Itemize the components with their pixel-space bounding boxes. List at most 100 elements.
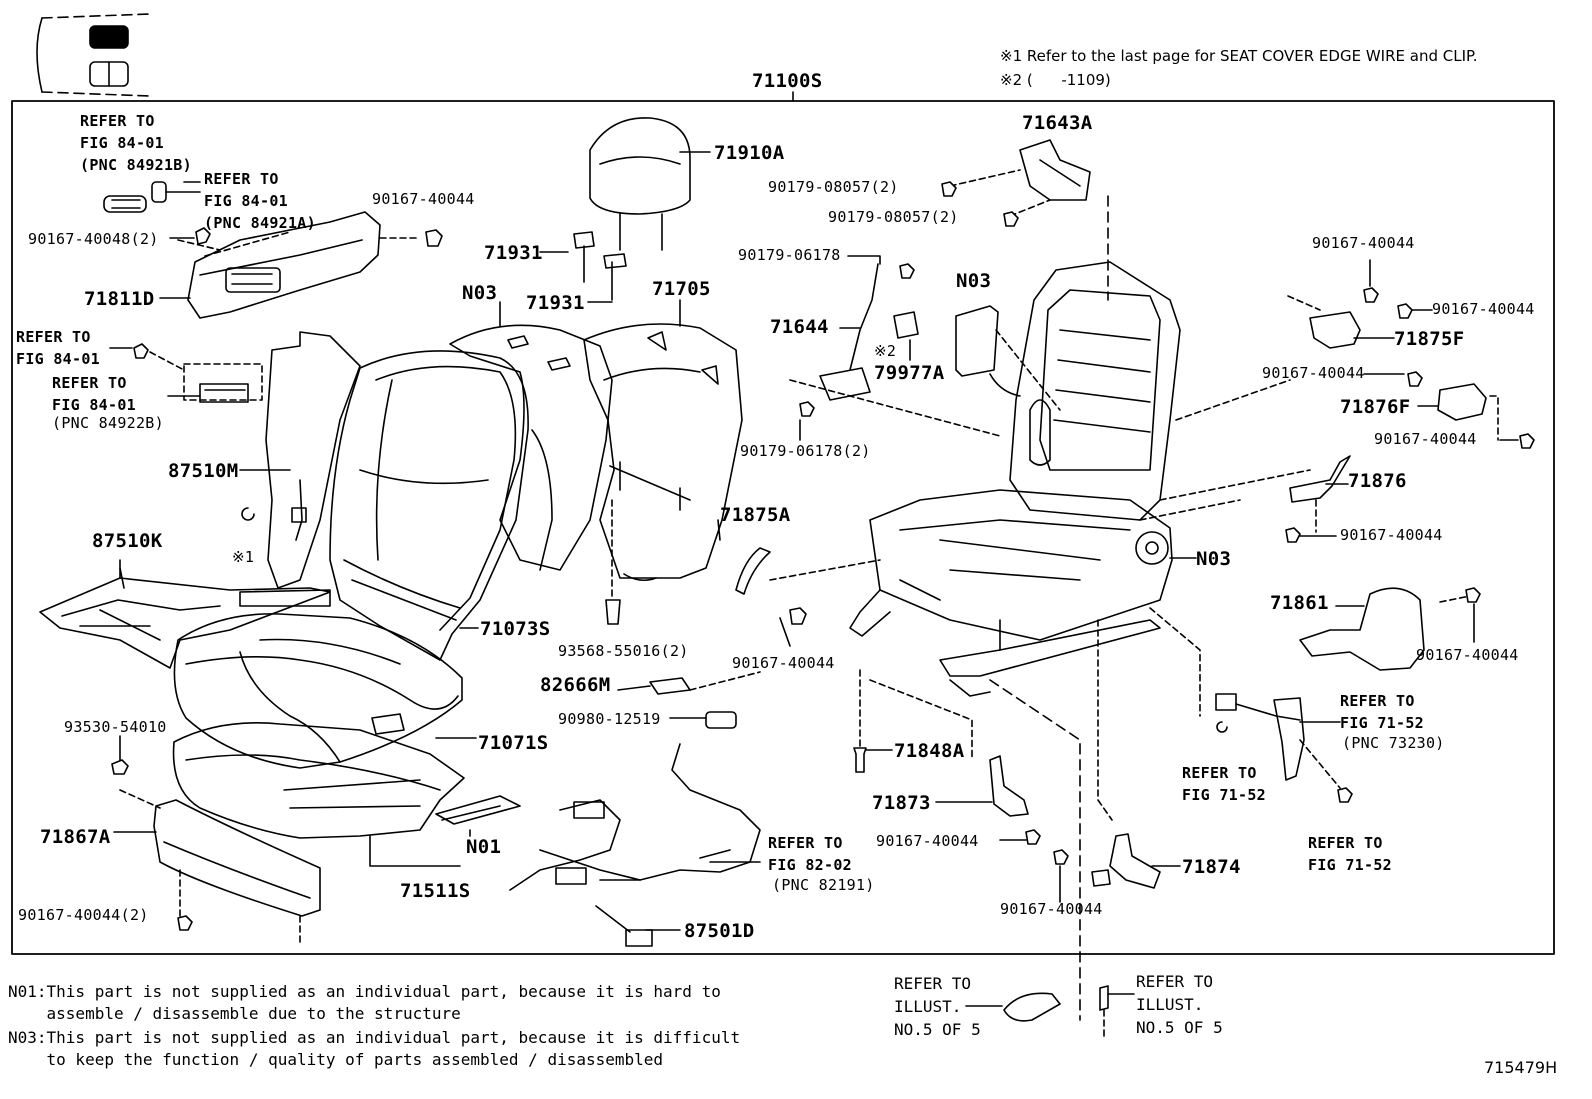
lever-71876 xyxy=(1285,455,1351,543)
part-71861: 71861 xyxy=(1270,592,1329,614)
part-71705: 71705 xyxy=(652,278,711,300)
part-71874: 71874 xyxy=(1182,856,1241,878)
refer-illust-b-line2: ILLUST. xyxy=(1136,995,1204,1014)
cushion-pad-71071s xyxy=(173,613,463,769)
refer-illust-bottom xyxy=(965,985,1135,1041)
part-n03-airbag: N03 xyxy=(956,270,992,292)
part-90179-08057-a: 90179-08057(2) xyxy=(768,178,899,196)
bracket-71873 xyxy=(989,755,1069,865)
part-90980-12519: 90980-12519 xyxy=(558,710,661,728)
refer-illust-a-line3: NO.5 OF 5 xyxy=(894,1020,981,1039)
front-panel-71867a xyxy=(111,759,321,943)
part-n03-frame: N03 xyxy=(1196,548,1232,570)
leader-lines xyxy=(109,151,1519,931)
header-note-1: ※1 Refer to the last page for SEAT COVER… xyxy=(1000,47,1478,65)
refer-8401-left-line1: REFER TO xyxy=(16,328,91,346)
wire-71644 xyxy=(789,263,1001,437)
part-n03-mid: N03 xyxy=(462,282,498,304)
bracket-84922b xyxy=(149,351,263,403)
heater-sheet-87510k xyxy=(39,567,331,669)
refer-7152-b-line2: FIG 71-52 xyxy=(1308,856,1392,874)
part-71071s: 71071S xyxy=(478,732,549,754)
part-90167-40044-top: 90167-40044 xyxy=(372,190,475,208)
part-93568-55016: 93568-55016(2) xyxy=(558,642,689,660)
part-90167-40044-r2: 90167-40044 xyxy=(1432,300,1535,318)
refer-84921a-line1: REFER TO xyxy=(204,170,279,188)
seatback-frame-71705 xyxy=(583,323,743,582)
refer-84922b-line3: (PNC 84922B) xyxy=(52,414,164,432)
footnote-n03-line1: N03:This part is not supplied as an indi… xyxy=(8,1028,741,1047)
part-71644: 71644 xyxy=(770,316,829,338)
refer-73230-line2: FIG 71-52 xyxy=(1340,714,1424,732)
assembly-boundary xyxy=(11,100,1555,955)
refer-7152-a-line2: FIG 71-52 xyxy=(1182,786,1266,804)
refer-84921b-line1: REFER TO xyxy=(80,112,155,130)
part-90179-06178: 90179-06178 xyxy=(738,246,841,264)
cover-71875a xyxy=(735,547,881,625)
side-shield-71811d xyxy=(159,211,421,319)
part-71643a: 71643A xyxy=(1022,112,1093,134)
refer-7152-a-line1: REFER TO xyxy=(1182,764,1257,782)
part-90167-40044-r3: 90167-40044 xyxy=(1262,364,1365,382)
headrest-71910a xyxy=(573,117,691,301)
part-90179-06178-2: 90179-06178(2) xyxy=(740,442,871,460)
part-87510k: 87510K xyxy=(92,530,163,552)
part-79977a: 79977A xyxy=(874,362,945,384)
refer-73230-line1: REFER TO xyxy=(1340,692,1415,710)
part-90167-40048: 90167-40048(2) xyxy=(28,230,159,248)
figure-id: 715479H xyxy=(1484,1058,1558,1077)
part-90167-40044-r1: 90167-40044 xyxy=(1312,234,1415,252)
part-90167-40044-r5: 90167-40044 xyxy=(1340,526,1443,544)
part-71931-a: 71931 xyxy=(484,242,543,264)
part-90179-08057-b: 90179-08057(2) xyxy=(828,208,959,226)
part-n01: N01 xyxy=(466,836,502,858)
assembly-part-number: 71100S xyxy=(752,70,823,92)
seat-belt-buckle xyxy=(1215,693,1353,803)
switch-knob-small xyxy=(103,181,201,213)
header-note-2: ※2 ( -1109) xyxy=(1000,71,1111,89)
seatback-cover-71073s xyxy=(329,350,529,661)
part-90167-40044-r4: 90167-40044 xyxy=(1374,430,1477,448)
part-90167-40044-bot: 90167-40044 xyxy=(1000,900,1103,918)
refer-84922b-line2: FIG 84-01 xyxy=(52,396,136,414)
part-71811d: 71811D xyxy=(84,288,155,310)
part-71910a: 71910A xyxy=(714,142,785,164)
bracket-71643a xyxy=(941,139,1109,301)
footnote-n01-line2: assemble / disassemble due to the struct… xyxy=(8,1004,461,1023)
refer-8401-left-line2: FIG 84-01 xyxy=(16,350,100,368)
part-90167-40044-r6: 90167-40044 xyxy=(1416,646,1519,664)
part-71875f: 71875F xyxy=(1394,328,1465,350)
refer-82191-line2: FIG 82-02 xyxy=(768,856,852,874)
part-93530-54010: 93530-54010 xyxy=(64,718,167,736)
part-87510m: 87510M xyxy=(168,460,239,482)
part-71867a: 71867A xyxy=(40,826,111,848)
refer-82191-line1: REFER TO xyxy=(768,834,843,852)
seat-position-indicator xyxy=(36,13,151,97)
refer-84921b-line2: FIG 84-01 xyxy=(80,134,164,152)
part-71848a: 71848A xyxy=(894,740,965,762)
part-90167-40044-mid: 90167-40044 xyxy=(732,654,835,672)
part-71876f: 71876F xyxy=(1340,396,1411,418)
note-mark-2: ※2 xyxy=(874,342,897,360)
part-71511s: 71511S xyxy=(400,880,471,902)
refer-illust-b-line1: REFER TO xyxy=(1136,972,1214,991)
cover-71861 xyxy=(1299,587,1481,671)
clip-93568 xyxy=(605,499,621,625)
connector-82666m xyxy=(649,671,761,729)
part-71073s: 71073S xyxy=(480,618,551,640)
refer-73230-line3: (PNC 73230) xyxy=(1342,734,1445,752)
cover-71875f xyxy=(1287,287,1413,349)
part-71873: 71873 xyxy=(872,792,931,814)
part-87501d: 87501D xyxy=(684,920,755,942)
refer-82191-line3: (PNC 82191) xyxy=(772,876,875,894)
bracket-71874 xyxy=(1091,833,1161,889)
footnote-n01-line1: N01:This part is not supplied as an indi… xyxy=(8,982,721,1001)
refer-84921b-line3: (PNC 84921B) xyxy=(80,156,192,174)
refer-84921a-line2: FIG 84-01 xyxy=(204,192,288,210)
refer-7152-b-line1: REFER TO xyxy=(1308,834,1383,852)
part-71875a: 71875A xyxy=(720,504,791,526)
seatback-pad-n03 xyxy=(449,324,613,571)
footnote-n03-line2: to keep the function / quality of parts … xyxy=(8,1050,664,1069)
refer-84922b-line1: REFER TO xyxy=(52,374,127,392)
